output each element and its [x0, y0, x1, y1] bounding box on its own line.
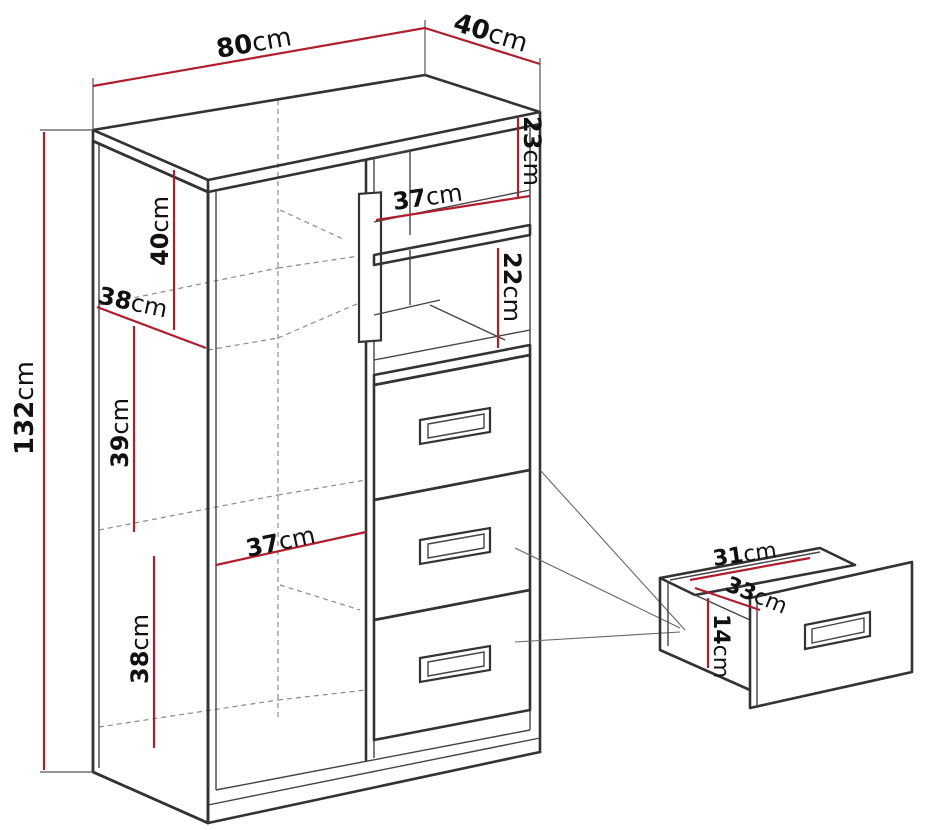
- shelf-upper: [372, 223, 532, 267]
- dim-line-drawer-width: [689, 556, 811, 582]
- label-drawer-width: 31cm: [711, 538, 778, 572]
- label-shelf-top-height: 23cm: [518, 116, 546, 186]
- dim-line-door-compartment-depth: [96, 305, 207, 350]
- dimension-labels: 80cm 40cm 132cm 23cm 37cm 22cm 40cm 38cm…: [10, 8, 791, 684]
- drawer-2-handle-icon: [418, 526, 492, 566]
- door-handle-icon: [357, 191, 383, 344]
- shelf-lower: [372, 343, 532, 387]
- label-height: 132cm: [10, 361, 40, 455]
- dim-line-depth: [424, 26, 541, 66]
- dim-line-door-shelf-width: [215, 530, 367, 567]
- label-door-shelf-width: 37cm: [243, 521, 317, 563]
- drawer-detail-box-top: [658, 546, 857, 597]
- label-door-middle-height: 39cm: [106, 398, 134, 468]
- drawer-detail-front: [748, 560, 914, 710]
- label-depth: 40cm: [450, 8, 531, 59]
- label-shelf-middle-height: 22cm: [498, 252, 526, 322]
- drawer-1-handle-icon: [418, 406, 492, 446]
- label-door-bottom-height: 38cm: [126, 614, 154, 684]
- label-shelf-top-width: 37cm: [391, 178, 464, 215]
- dimension-lines: [42, 26, 811, 770]
- cabinet-body: [91, 73, 542, 825]
- drawer-3-handle-icon: [418, 644, 492, 684]
- label-door-compartment-depth: 38cm: [96, 281, 170, 323]
- label-width: 80cm: [214, 22, 294, 65]
- dim-line-width: [92, 26, 426, 88]
- cabinet-door: [91, 139, 210, 825]
- label-door-compartment-height: 40cm: [146, 196, 174, 266]
- drawer-detail-handle-icon: [803, 610, 872, 651]
- cabinet-top: [91, 73, 542, 182]
- drawer-3: [372, 588, 532, 742]
- dim-line-shelf-top-width: [375, 194, 531, 222]
- extension-lines: [40, 20, 541, 773]
- label-drawer-height: 14cm: [708, 614, 733, 678]
- dim-line-drawer-depth: [694, 586, 761, 612]
- drawers: [372, 353, 532, 742]
- drawer-detail: [658, 546, 914, 710]
